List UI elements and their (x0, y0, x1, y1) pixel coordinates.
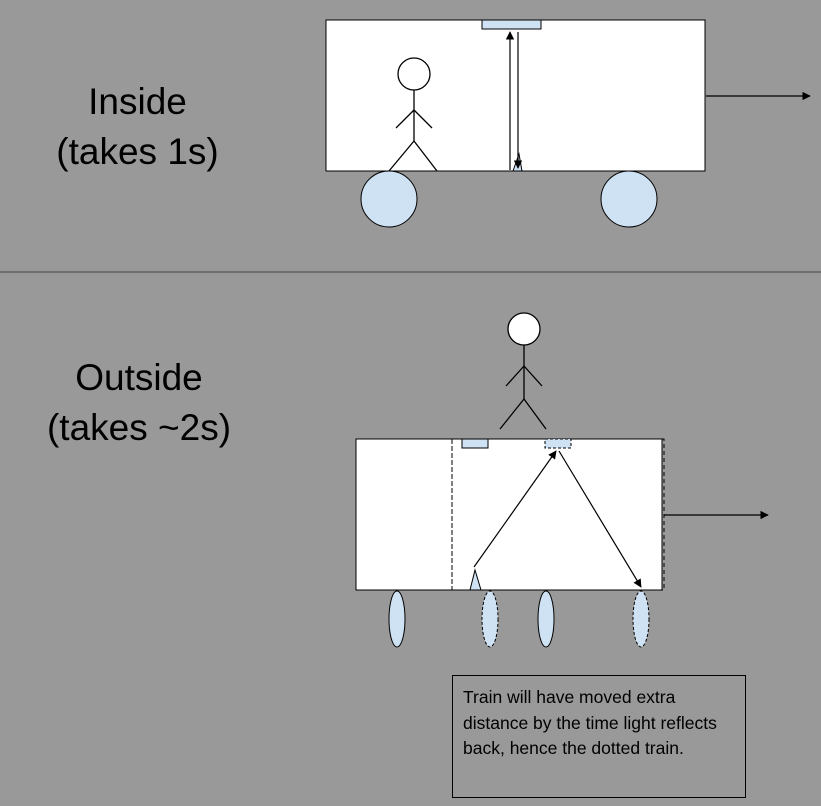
outside-mirror-solid (461, 438, 489, 449)
note-text: Train will have moved extra distance by … (463, 687, 717, 758)
inside-title-line2: (takes 1s) (56, 131, 219, 172)
inside-title: Inside (takes 1s) (40, 77, 235, 177)
inside-wheel-left (360, 170, 418, 228)
inside-train-body (325, 19, 706, 172)
outside-title: Outside (takes ~2s) (30, 353, 248, 453)
inside-wheel-right (600, 170, 658, 228)
outside-light-source (469, 568, 482, 591)
outside-title-line2: (takes ~2s) (46, 407, 232, 448)
inside-mirror (481, 19, 542, 30)
outside-title-line1: Outside (75, 357, 203, 398)
outside-wheel-2-dotted (481, 590, 499, 648)
outside-light-path-down (558, 450, 642, 588)
outside-wheel-3 (537, 590, 555, 648)
outside-panel (355, 312, 769, 648)
outside-light-path-up (473, 450, 557, 568)
outside-stick-figure-icon (499, 312, 547, 430)
inside-title-line1: Inside (88, 81, 187, 122)
outside-wheel-1 (388, 590, 406, 648)
outside-train-body (355, 438, 663, 591)
inside-panel (325, 19, 811, 228)
inside-stick-figure-icon (388, 57, 438, 172)
outside-wheel-4-dotted (632, 590, 650, 648)
outside-mirror-dotted (544, 438, 572, 449)
note-box: Train will have moved extra distance by … (452, 675, 746, 798)
